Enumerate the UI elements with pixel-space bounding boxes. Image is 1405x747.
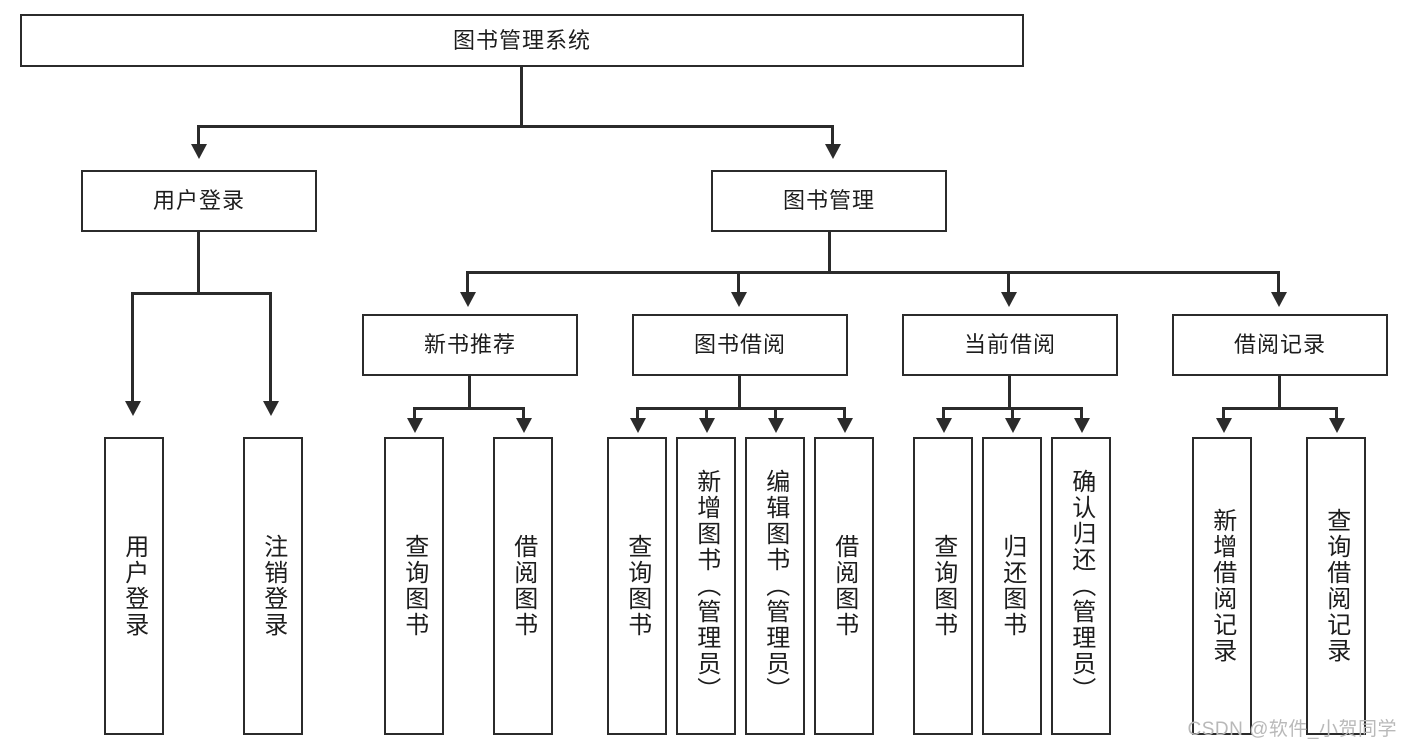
connector-book-borrow-bus — [636, 407, 845, 410]
leaf-label: 新增图书（管理员） — [692, 469, 720, 703]
leaf-label: 查询图书 — [400, 534, 428, 638]
connector-borrow-record-leg-2 — [1335, 407, 1338, 419]
leaf-add-borrow-record[interactable]: 新增借阅记录 — [1192, 437, 1252, 735]
connector-book-borrow-leg-1 — [636, 407, 639, 419]
node-label: 图书管理 — [782, 188, 875, 214]
connector-new-book-stem — [468, 376, 471, 408]
connector-root-stem — [520, 67, 523, 125]
connector-current-borrow-stem — [1008, 376, 1011, 408]
leaf-confirm-return-admin[interactable]: 确认归还（管理员） — [1051, 437, 1111, 735]
arrow-to-leaf-confirm-return — [1074, 418, 1090, 433]
connector-borrow-record-leg-1 — [1222, 407, 1225, 419]
connector-book-manage-leg-3 — [1007, 271, 1010, 293]
node-new-book-recommend[interactable]: 新书推荐 — [362, 314, 578, 376]
leaf-label: 注销登录 — [259, 534, 287, 638]
connector-book-manage-leg-4 — [1277, 271, 1280, 293]
arrow-root-to-book-manage — [825, 144, 841, 159]
leaf-query-book-borrow[interactable]: 查询图书 — [607, 437, 667, 735]
connector-root-to-book-manage — [831, 125, 834, 145]
leaf-query-book-recommend[interactable]: 查询图书 — [384, 437, 444, 735]
node-current-borrow[interactable]: 当前借阅 — [902, 314, 1118, 376]
arrow-to-leaf-borrow-book-2 — [837, 418, 853, 433]
leaf-label: 查询图书 — [623, 534, 651, 638]
arrow-root-to-user-login — [191, 144, 207, 159]
node-root-book-management-system[interactable]: 图书管理系统 — [20, 14, 1024, 67]
connector-book-manage-leg-2 — [737, 271, 740, 293]
arrow-to-leaf-add-record — [1216, 418, 1232, 433]
connector-current-borrow-leg-1 — [942, 407, 945, 419]
arrow-to-leaf-return-book — [1005, 418, 1021, 433]
leaf-label: 借阅图书 — [830, 534, 858, 638]
leaf-label: 编辑图书（管理员） — [761, 469, 789, 703]
leaf-borrow-book-borrow[interactable]: 借阅图书 — [814, 437, 874, 735]
arrow-to-leaf-user-logout — [263, 401, 279, 416]
node-book-management[interactable]: 图书管理 — [711, 170, 947, 232]
arrow-to-leaf-query-book-2 — [630, 418, 646, 433]
connector-borrow-record-stem — [1278, 376, 1281, 408]
node-label: 借阅记录 — [1233, 332, 1326, 358]
arrow-to-book-borrow — [731, 292, 747, 307]
arrow-to-leaf-borrow-book-1 — [516, 418, 532, 433]
arrow-to-leaf-query-book-1 — [407, 418, 423, 433]
connector-root-bus — [197, 125, 834, 128]
leaf-query-borrow-record[interactable]: 查询借阅记录 — [1306, 437, 1366, 735]
leaf-label: 用户登录 — [120, 534, 148, 638]
leaf-return-book[interactable]: 归还图书 — [982, 437, 1042, 735]
connector-book-borrow-leg-4 — [843, 407, 846, 419]
arrow-to-new-book-recommend — [460, 292, 476, 307]
leaf-label: 归还图书 — [998, 534, 1026, 638]
arrow-to-current-borrow — [1001, 292, 1017, 307]
leaf-query-book-current[interactable]: 查询图书 — [913, 437, 973, 735]
arrow-to-leaf-edit-book — [768, 418, 784, 433]
connector-current-borrow-leg-2 — [1011, 407, 1014, 419]
leaf-borrow-book-recommend[interactable]: 借阅图书 — [493, 437, 553, 735]
leaf-user-login[interactable]: 用户登录 — [104, 437, 164, 735]
connector-current-borrow-leg-3 — [1080, 407, 1083, 419]
connector-borrow-record-bus — [1222, 407, 1338, 410]
node-label: 当前借阅 — [963, 332, 1056, 358]
leaf-label: 借阅图书 — [509, 534, 537, 638]
connector-new-book-leg-2 — [522, 407, 525, 419]
leaf-add-book-admin[interactable]: 新增图书（管理员） — [676, 437, 736, 735]
node-label: 图书借阅 — [693, 332, 786, 358]
arrow-to-leaf-query-record — [1329, 418, 1345, 433]
arrow-to-leaf-add-book — [699, 418, 715, 433]
connector-book-manage-stem — [828, 232, 831, 272]
arrow-to-leaf-query-book-3 — [936, 418, 952, 433]
connector-book-borrow-stem — [738, 376, 741, 408]
leaf-label: 查询图书 — [929, 534, 957, 638]
node-borrow-record[interactable]: 借阅记录 — [1172, 314, 1388, 376]
connector-book-manage-leg-1 — [466, 271, 469, 293]
node-label: 用户登录 — [152, 188, 245, 214]
connector-book-borrow-leg-3 — [774, 407, 777, 419]
connector-new-book-leg-1 — [413, 407, 416, 419]
connector-book-borrow-leg-2 — [705, 407, 708, 419]
node-book-borrow[interactable]: 图书借阅 — [632, 314, 848, 376]
node-user-login[interactable]: 用户登录 — [81, 170, 317, 232]
leaf-label: 查询借阅记录 — [1322, 508, 1350, 664]
leaf-label: 确认归还（管理员） — [1067, 469, 1095, 703]
connector-root-to-user-login — [197, 125, 200, 145]
node-label: 新书推荐 — [423, 332, 516, 358]
connector-user-login-bus — [131, 292, 272, 295]
node-label: 图书管理系统 — [452, 27, 591, 53]
leaf-user-logout[interactable]: 注销登录 — [243, 437, 303, 735]
arrow-to-leaf-user-login — [125, 401, 141, 416]
connector-user-login-leg-2 — [269, 292, 272, 402]
connector-user-login-stem — [197, 232, 200, 292]
leaf-edit-book-admin[interactable]: 编辑图书（管理员） — [745, 437, 805, 735]
arrow-to-borrow-record — [1271, 292, 1287, 307]
connector-new-book-bus — [413, 407, 525, 410]
leaf-label: 新增借阅记录 — [1208, 508, 1236, 664]
connector-user-login-leg-1 — [131, 292, 134, 402]
connector-book-manage-bus — [466, 271, 1280, 274]
